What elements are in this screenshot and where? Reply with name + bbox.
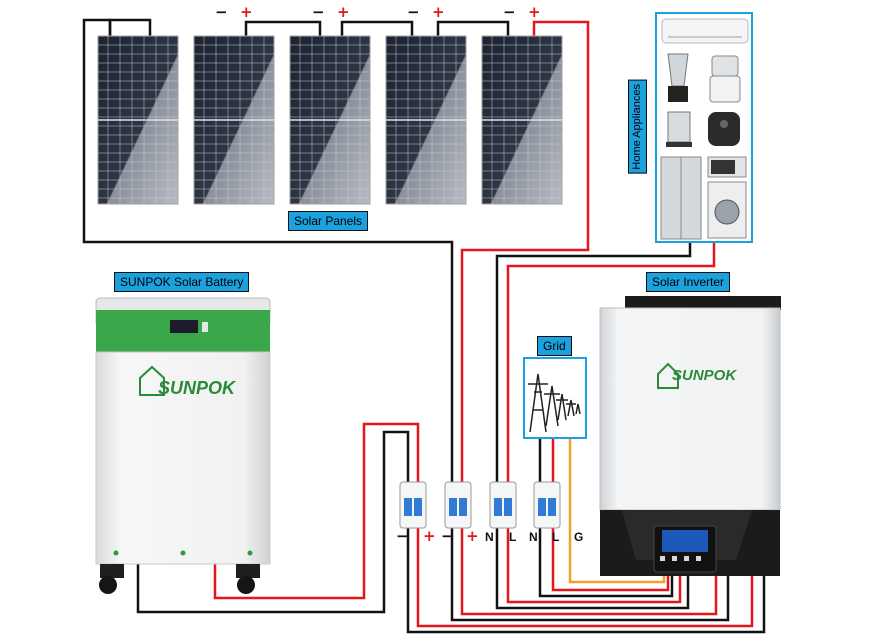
breaker-grid-g: G <box>574 530 584 544</box>
inv-pv-neg-wire <box>450 528 730 622</box>
series-link-wire-3 <box>340 20 414 36</box>
panel-3-plus-sign: + <box>337 3 350 21</box>
solar-panel-array <box>97 35 563 205</box>
inv-grid-l-wire <box>551 528 670 592</box>
breaker-grid-l: L <box>552 530 560 544</box>
breaker-grid <box>533 481 561 529</box>
solar-panel-4 <box>385 35 467 205</box>
solar-inverter-unit <box>599 296 781 576</box>
home-appliances-box <box>655 12 753 243</box>
grid-pylons-box <box>523 357 587 439</box>
battery-wheel-left <box>99 564 124 594</box>
kettle-icon <box>666 111 692 147</box>
home-appliances-label: Home Appliances <box>628 80 647 174</box>
appliance-l-wire <box>506 242 716 482</box>
pv-negative-wire <box>82 18 454 482</box>
battery-negative-wire <box>136 430 410 614</box>
grid-label: Grid <box>537 336 572 356</box>
breaker-output-l: L <box>509 530 517 544</box>
battery-label: SUNPOK Solar Battery <box>114 272 250 292</box>
breaker-output <box>489 481 517 529</box>
pv-positive-wire <box>460 20 590 482</box>
solar-battery-unit <box>95 297 271 594</box>
breaker-battery <box>399 481 427 529</box>
battery-positive-wire <box>213 422 420 600</box>
series-link-wire-4 <box>436 20 510 36</box>
pylon-icon <box>528 373 581 433</box>
inverter-brand-logo: SUNPOK <box>672 367 737 384</box>
breaker-pv-minus: − <box>441 527 454 545</box>
inv-batt-pos-wire <box>416 528 754 628</box>
inv-pv-pos-wire <box>460 528 718 616</box>
solar-panels-label: Solar Panels <box>288 211 369 231</box>
washing-machine-icon <box>707 181 747 239</box>
inv-out-n-wire <box>495 528 690 610</box>
air-fryer-icon <box>708 112 740 146</box>
solar-panel-3 <box>289 35 371 205</box>
panel-3-minus-sign: − <box>312 3 325 21</box>
panel-5-minus-sign: − <box>503 3 516 21</box>
blender-icon <box>667 53 689 102</box>
breaker-pv-plus: + <box>466 527 479 545</box>
panel-2-minus-sign: − <box>215 3 228 21</box>
panel-4-minus-sign: − <box>407 3 420 21</box>
breaker-grid-n: N <box>529 530 538 544</box>
breaker-battery-plus: + <box>423 527 436 545</box>
panel-2-plus-sign: + <box>240 3 253 21</box>
microwave-icon <box>707 156 747 178</box>
appliance-n-wire <box>495 242 692 482</box>
breaker-battery-minus: − <box>396 527 409 545</box>
series-link-wire-1 <box>108 18 152 36</box>
air-conditioner-icon <box>661 18 749 44</box>
breaker-output-n: N <box>485 530 494 544</box>
solar-panel-1 <box>97 35 179 205</box>
inverter-logo-house-icon <box>657 362 679 389</box>
series-link-wire-2 <box>244 20 322 36</box>
battery-logo-house-icon <box>139 365 165 396</box>
battery-brand-logo: SUNPOK <box>158 378 236 398</box>
battery-wheel-right <box>236 564 260 594</box>
breaker-pv <box>444 481 472 529</box>
solar-panel-2 <box>193 35 275 205</box>
panel-4-plus-sign: + <box>432 3 445 21</box>
panel-5-plus-sign: + <box>528 3 541 21</box>
inverter-label: Solar Inverter <box>646 272 731 292</box>
refrigerator-icon <box>660 156 702 240</box>
food-processor-icon <box>709 55 741 103</box>
solar-panel-5 <box>481 35 563 205</box>
inv-grid-n-wire <box>538 528 674 598</box>
inv-batt-neg-wire <box>406 528 766 634</box>
inv-out-l-wire <box>506 528 682 604</box>
grid-g-wire <box>568 438 666 584</box>
